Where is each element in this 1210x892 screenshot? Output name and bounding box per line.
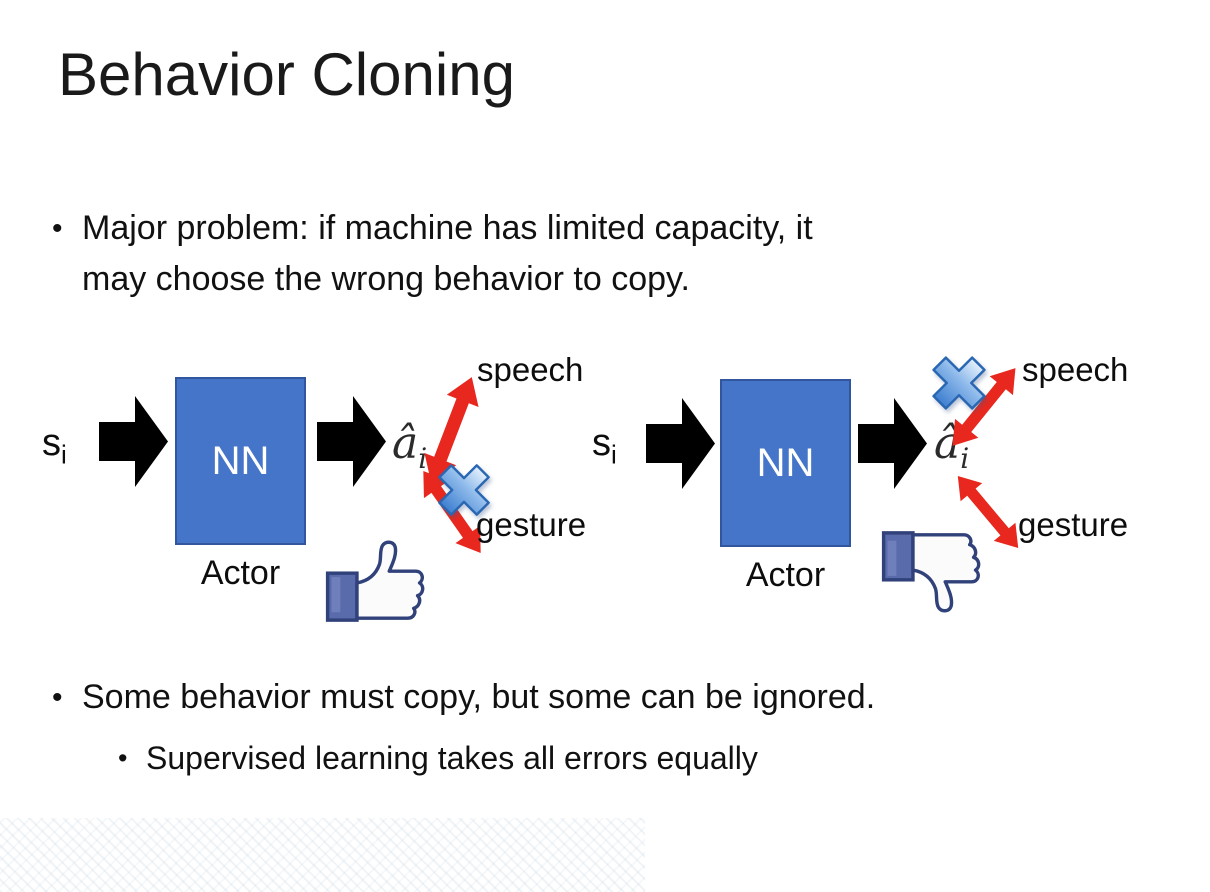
bullet-major-problem-text: Major problem: if machine has limited ca…	[82, 203, 813, 305]
state-subscript: i	[61, 439, 67, 470]
bullet-supervised-learning-text: Supervised learning takes all errors equ…	[146, 740, 758, 776]
right-nn-box: NN	[720, 379, 851, 547]
right-gesture-label: gesture	[1018, 506, 1129, 543]
left-gesture-label: gesture	[476, 506, 587, 543]
page-title: Behavior Cloning	[58, 41, 515, 108]
bullet-marker: •	[52, 681, 63, 714]
nn-label: NN	[756, 440, 815, 485]
flow-arrow-icon	[646, 398, 715, 489]
bullet-marker: •	[52, 212, 63, 245]
left-output-action-label: âi	[392, 418, 427, 475]
flow-arrow-icon	[99, 396, 168, 487]
left-speech-label: speech	[477, 351, 584, 388]
gesture-link-arrow-icon	[957, 475, 1019, 549]
bullet-line-1: Major problem: if machine has limited ca…	[82, 209, 813, 247]
watermark-texture	[0, 818, 645, 892]
action-subscript: i	[960, 441, 970, 475]
left-nn-box: NN	[175, 377, 306, 545]
state-subscript: i	[611, 439, 617, 470]
bullet-some-behavior-text: Some behavior must copy, but some can be…	[82, 678, 876, 716]
cross-out-icon	[932, 356, 986, 410]
action-subscript: i	[418, 441, 428, 475]
cross-out-icon	[438, 464, 490, 516]
bullet-line-2: may choose the wrong behavior to copy.	[82, 260, 690, 298]
state-symbol: s	[42, 422, 61, 464]
flow-arrow-icon	[317, 396, 386, 487]
bullet-supervised-learning: • Supervised learning takes all errors e…	[118, 734, 1168, 782]
action-symbol: â	[392, 418, 419, 469]
state-symbol: s	[592, 422, 611, 464]
flow-arrow-icon	[858, 398, 927, 489]
right-input-state-label: si	[592, 422, 617, 471]
speech-link-arrow-icon	[952, 368, 1016, 446]
left-actor-label: Actor	[200, 554, 281, 592]
bullet-major-problem: • Major problem: if machine has limited …	[52, 203, 1132, 305]
left-input-state-label: si	[42, 422, 67, 471]
right-actor-label: Actor	[745, 556, 826, 594]
speech-link-arrow-icon	[424, 377, 479, 483]
nn-label: NN	[211, 438, 270, 483]
bullet-marker: •	[118, 743, 128, 773]
thumbs-up-icon	[325, 540, 425, 622]
thumbs-down-icon	[881, 531, 981, 613]
right-speech-label: speech	[1022, 351, 1129, 388]
bullet-some-behavior: • Some behavior must copy, but some can …	[52, 672, 1172, 723]
